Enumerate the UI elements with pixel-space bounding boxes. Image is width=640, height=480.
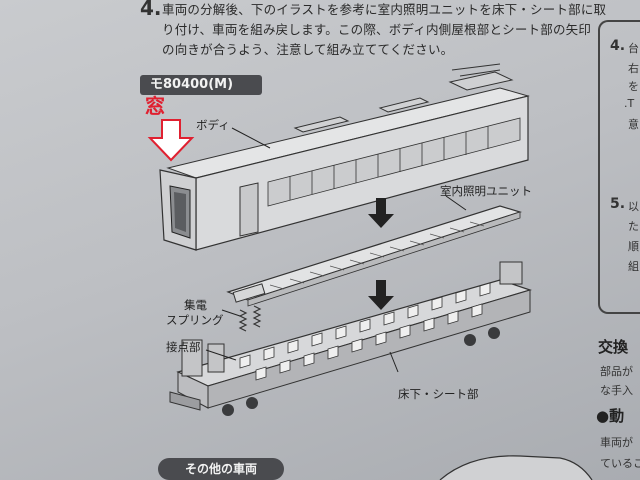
step-instructions: 車両の分解後、下のイラストを参考に室内照明ユニットを床下・シート部に取 り付け、… [162,0,607,60]
right-step5-number: 5. [610,196,626,212]
contact-label: 接点部 [166,340,201,354]
collector-spring-drawing [238,305,262,332]
model-badge: モ80400(M) [140,75,262,95]
other-cars-badge: その他の車両 [158,458,284,480]
right-section-line: な手入 [600,384,633,397]
instruction-line: の向きが合うよう、注意して組み立ててください。 [162,42,454,57]
right-step5-fragment: 以 [628,200,639,213]
right-section-heading: 交換 [598,338,629,356]
right-step4-fragment: 台 [628,42,639,55]
collector-spring-label-line2: スプリング [166,313,224,327]
right-text-fragment: 組 [628,260,639,273]
collector-spring-label-line1: 集電 [184,298,207,312]
right-bullet-heading: ●動 [596,407,625,425]
right-text-fragment: 右 [628,62,639,75]
right-text-fragment: 順 [628,240,639,253]
window-annotation: 窓 [145,94,165,118]
body-label: ボディ [196,118,230,132]
interior-light-unit-label: 室内照明ユニット [440,184,532,198]
instruction-line: 車両の分解後、下のイラストを参考に室内照明ユニットを床下・シート部に取 [162,2,607,17]
instruction-line: り付け、車両を組み戻します。この際、ボディ内側屋根部とシート部の矢印 [162,22,592,37]
right-text-fragment: 意 [628,118,639,131]
right-step4-number: 4. [610,38,626,54]
right-text-fragment: を [628,80,639,93]
right-bullet-line: 車両が [600,436,633,449]
underfloor-seat-drawing [169,261,532,416]
right-panel-frame [598,20,640,314]
step-number: 4. [140,0,162,20]
down-arrow-icon [368,280,394,310]
train-body-drawing [159,63,530,251]
red-arrow-icon [147,119,195,162]
right-text-fragment: た [628,220,639,233]
underfloor-seat-label: 床下・シート部 [398,387,479,401]
interior-light-unit-drawing [226,205,523,307]
right-section-line: 部品が [600,365,633,378]
right-bullet-line: ているこ [600,457,640,470]
right-text-fragment: .T [624,97,635,110]
down-arrow-icon [368,198,394,228]
